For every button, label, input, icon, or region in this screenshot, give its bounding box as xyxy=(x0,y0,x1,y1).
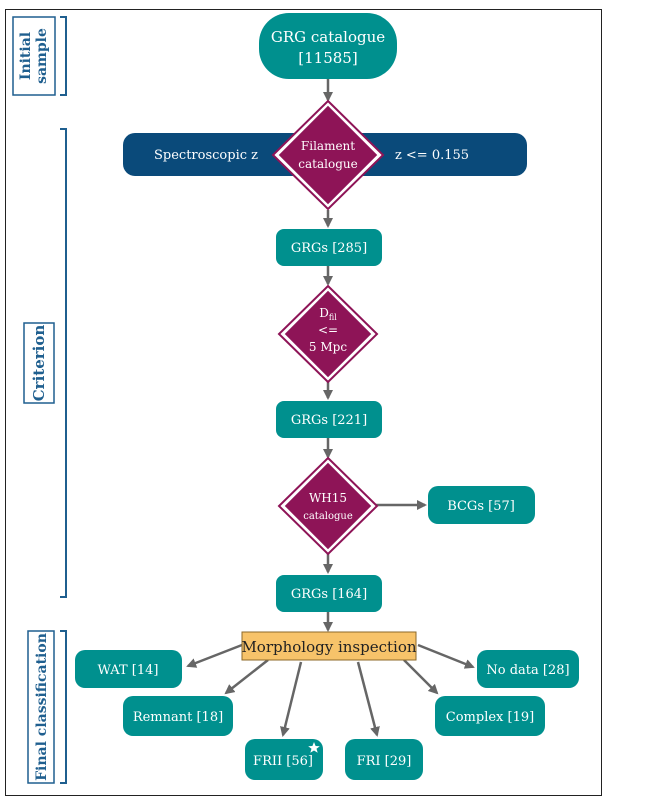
side-bracket-criterion: Criterion xyxy=(23,128,67,598)
side-label-criterion: Criterion xyxy=(30,325,48,402)
node-wh15: WH15 catalogue xyxy=(277,456,379,556)
node-bcgs: BCGs [57] xyxy=(428,486,535,524)
bcgs-label: BCGs [57] xyxy=(447,499,515,514)
node-fri: FRI [29] xyxy=(345,739,423,780)
side-bracket-initial: Initial sample xyxy=(12,16,67,96)
arrow-morph-complex xyxy=(403,659,439,695)
grg-catalogue-count: [11585] xyxy=(298,49,357,67)
complex-label: Complex [19] xyxy=(446,710,534,725)
dfil-operator: <= xyxy=(318,323,338,337)
z-cut-label: z <= 0.155 xyxy=(395,148,469,163)
arrow-morph-remnant xyxy=(224,659,269,695)
side-bracket-final: Final classification xyxy=(27,630,67,784)
node-grgs-285: GRGs [285] xyxy=(276,229,382,266)
node-grgs-164: GRGs [164] xyxy=(276,575,382,612)
diagram-frame xyxy=(5,9,602,796)
wh15-label-1: WH15 xyxy=(309,491,347,505)
node-remnant: Remnant [18] xyxy=(123,696,233,736)
node-no-data: No data [28] xyxy=(477,650,579,688)
side-label-final: Final classification xyxy=(34,633,50,781)
grg-catalogue-title: GRG catalogue xyxy=(271,28,385,46)
node-complex: Complex [19] xyxy=(435,696,545,736)
star-icon xyxy=(308,742,320,753)
spectroscopic-z-label: Spectroscopic z xyxy=(154,148,258,163)
grgs-221-label: GRGs [221] xyxy=(291,413,367,428)
node-morphology: Morphology inspection xyxy=(241,631,417,661)
dfil-value: 5 Mpc xyxy=(309,340,347,354)
side-label-initial-1: Initial xyxy=(18,32,34,80)
node-wat: WAT [14] xyxy=(75,650,182,688)
side-label-initial-2: sample xyxy=(34,28,50,84)
grgs-164-label: GRGs [164] xyxy=(291,587,367,602)
arrow-morph-nodata xyxy=(417,643,475,669)
wat-label: WAT [14] xyxy=(98,663,159,678)
node-dfil: Dfil <= 5 Mpc xyxy=(277,284,379,384)
arrow-morph-wat xyxy=(186,643,243,668)
dfil-sub: fil xyxy=(329,313,337,322)
filament-label-2: catalogue xyxy=(298,157,357,171)
filament-label-1: Filament xyxy=(301,139,355,153)
morphology-label: Morphology inspection xyxy=(241,638,416,656)
dfil-main: D xyxy=(319,306,329,320)
remnant-label: Remnant [18] xyxy=(133,710,223,725)
fri-label: FRI [29] xyxy=(357,754,412,769)
grgs-285-label: GRGs [285] xyxy=(291,241,367,256)
node-frii: FRII [56] xyxy=(245,739,323,780)
node-filament-catalogue: Filament catalogue xyxy=(271,99,385,211)
node-grgs-221: GRGs [221] xyxy=(276,401,382,438)
no-data-label: No data [28] xyxy=(486,663,569,678)
node-grg-catalogue: GRG catalogue [11585] xyxy=(259,13,397,79)
frii-label: FRII [56] xyxy=(253,754,313,769)
wh15-label-2: catalogue xyxy=(303,511,353,522)
arrow-morph-fri xyxy=(356,661,380,737)
arrow-morph-frii xyxy=(280,661,303,737)
svg-text:Dfil: Dfil xyxy=(319,306,337,322)
